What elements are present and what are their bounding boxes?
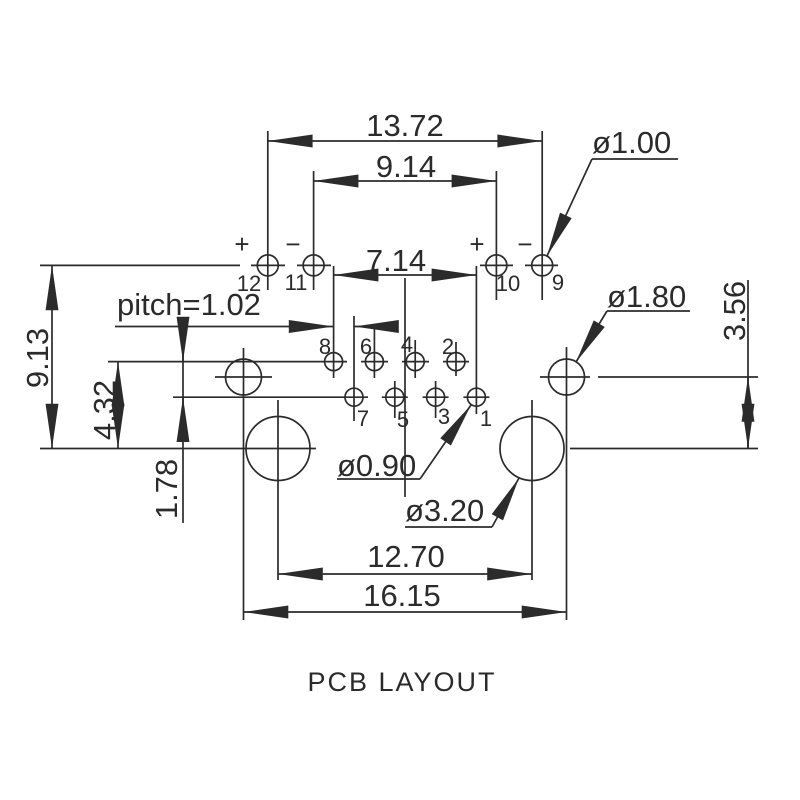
callout-dia-0-90-label: ø0.90: [337, 448, 416, 483]
callout-dia-3-20-label: ø3.20: [405, 493, 484, 528]
pin-3-label: 3: [438, 404, 450, 429]
dim-1-78-label: 1.78: [149, 459, 184, 519]
dim-9-13-label: 9.13: [20, 328, 55, 388]
polarity-minus-right: −: [517, 229, 532, 259]
pin-3-hole: [425, 387, 446, 408]
pin-8-hole: [323, 351, 344, 372]
pin-1-label: 1: [480, 406, 492, 431]
leader-dia-1-80: [575, 310, 608, 363]
pin-1-hole: [466, 387, 487, 408]
dim-3-56-label: 3.56: [717, 281, 752, 341]
pin-10-hole: [485, 254, 508, 277]
pin-7-hole: [344, 387, 364, 408]
side-hole-right: [547, 358, 586, 396]
dim-16-15-label: 16.15: [363, 578, 441, 613]
pin-12-hole: [256, 254, 280, 277]
pin-5-label: 5: [397, 407, 409, 432]
pin-5-hole: [384, 387, 405, 408]
leader-dia-1-00: [546, 158, 593, 257]
pin-11-hole: [302, 254, 325, 277]
polarity-minus-left: −: [285, 229, 300, 259]
callout-dia-1-80-label: ø1.80: [607, 279, 686, 314]
pin-2-hole: [446, 351, 466, 372]
title-text: PCB LAYOUT: [307, 667, 496, 697]
pin-10-label: 10: [496, 271, 520, 296]
pin-9-hole: [530, 254, 554, 277]
pin-7-label: 7: [357, 406, 369, 431]
pin-4-hole: [405, 351, 426, 372]
pin-6-label: 6: [360, 334, 372, 359]
pin-4-label: 4: [401, 332, 413, 357]
polarity-plus-right: +: [469, 229, 484, 259]
dim-7-14-label: 7.14: [366, 243, 426, 278]
dim-4-32-label: 4.32: [87, 380, 122, 440]
pin-11-label: 11: [285, 270, 308, 295]
dim-13-72-label: 13.72: [366, 108, 444, 143]
dim-12-70-label: 12.70: [367, 539, 445, 574]
pin-2-label: 2: [442, 334, 454, 359]
pin-12-label: 12: [237, 271, 261, 296]
dim-pitch-label: pitch=1.02: [117, 287, 261, 322]
mount-hole-right: [499, 415, 565, 482]
pin-8-label: 8: [319, 334, 331, 359]
text-layer: 13.72 9.14 7.14 pitch=1.02 9.13 4.32 1.7…: [20, 108, 752, 697]
leader-dia-0-90: [419, 404, 472, 480]
dim-9-14-label: 9.14: [376, 149, 436, 184]
polarity-plus-left: +: [234, 229, 249, 259]
callout-dia-1-00-label: ø1.00: [592, 125, 671, 160]
side-hole-left: [224, 358, 263, 396]
pin-6-hole: [364, 351, 385, 372]
pin-9-label: 9: [552, 270, 564, 295]
leader-dia-3-20: [491, 477, 520, 528]
geometry-layer: [40, 131, 758, 620]
mount-hole-left: [245, 415, 311, 482]
